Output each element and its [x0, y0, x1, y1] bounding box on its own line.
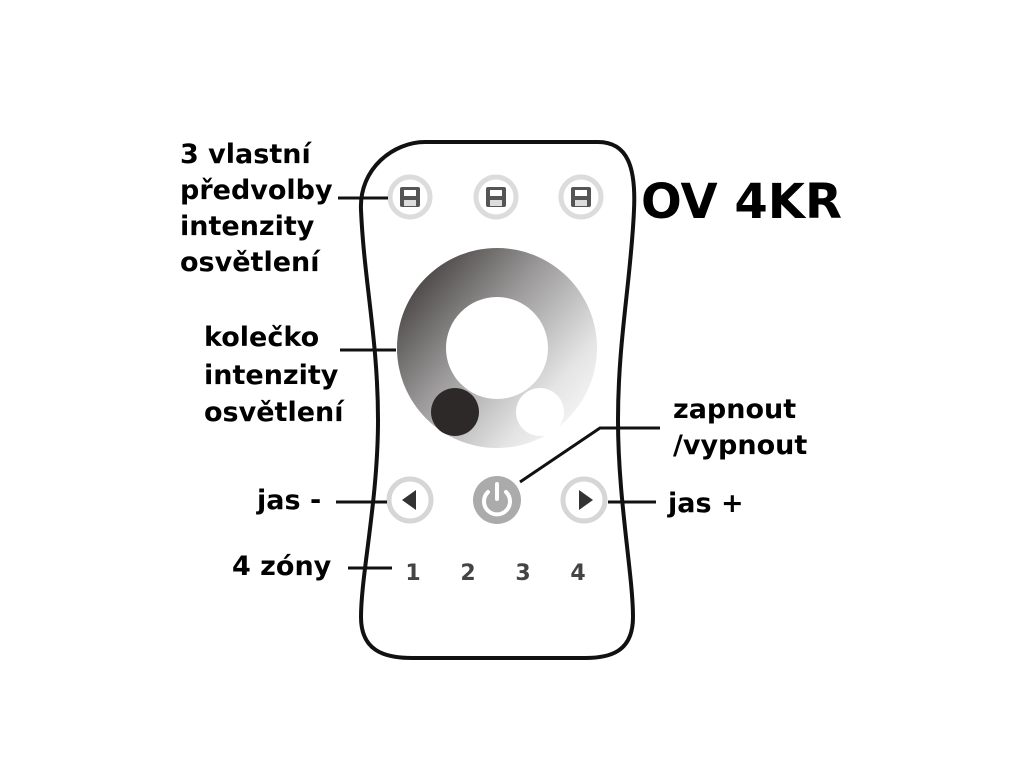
- model-name: OV 4KR: [641, 174, 842, 230]
- floppy-disk-icon: [571, 187, 591, 207]
- zones-label: 4 zóny: [232, 551, 332, 582]
- triangle-right-icon: [579, 490, 593, 510]
- leader-line-power: [519, 426, 660, 484]
- floppy-disk-icon: [486, 187, 506, 207]
- brightness-up-label: jas +: [667, 488, 744, 519]
- zone-number-2[interactable]: 2: [460, 561, 475, 586]
- power-label: zapnout /vypnout: [673, 394, 807, 461]
- zone-number-1[interactable]: 1: [405, 561, 420, 586]
- brightness-down-label: jas -: [256, 485, 321, 516]
- preset-button-2[interactable]: [473, 174, 519, 220]
- presets-label: 3 vlastní předvolby intenzity osvětlení: [180, 139, 342, 278]
- brightness-up-button[interactable]: [560, 476, 608, 524]
- preset-button-1[interactable]: [387, 174, 433, 220]
- zone-number-3[interactable]: 3: [515, 561, 530, 586]
- power-button[interactable]: [473, 476, 521, 524]
- triangle-left-icon: [402, 490, 416, 510]
- wheel-label: kolečko intenzity osvětlení: [204, 322, 348, 428]
- preset-button-3[interactable]: [558, 174, 604, 220]
- intensity-wheel[interactable]: [397, 248, 597, 470]
- zone-number-4[interactable]: 4: [570, 561, 585, 586]
- power-icon: [482, 482, 512, 517]
- brightness-down-button[interactable]: [386, 476, 434, 524]
- floppy-disk-icon: [400, 187, 420, 207]
